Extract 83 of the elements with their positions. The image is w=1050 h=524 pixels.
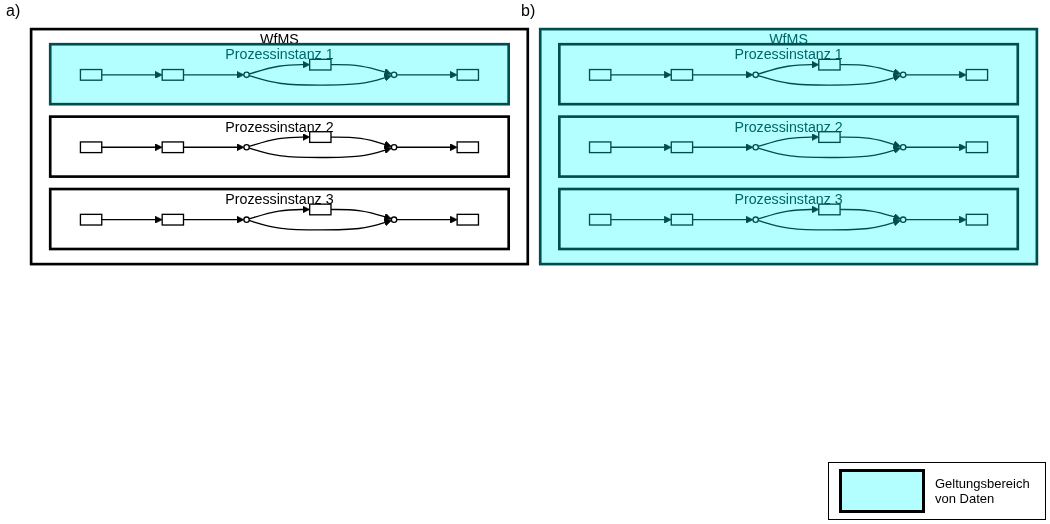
cluster bbox=[48, 42, 510, 106]
arrow bbox=[101, 143, 163, 152]
arrow bbox=[330, 208, 392, 221]
arrow bbox=[691, 215, 754, 224]
node-box bbox=[161, 213, 185, 226]
cluster bbox=[48, 115, 510, 178]
arrow bbox=[182, 143, 245, 152]
arrow bbox=[757, 205, 820, 220]
arrow bbox=[396, 70, 458, 79]
node-circle bbox=[243, 71, 250, 79]
arrow bbox=[248, 205, 310, 220]
arrow bbox=[757, 218, 901, 231]
panel-label: a) bbox=[6, 2, 21, 20]
cluster bbox=[48, 187, 510, 251]
arrow bbox=[330, 64, 392, 76]
arrow bbox=[905, 70, 967, 79]
arrow bbox=[691, 70, 754, 79]
arrow bbox=[905, 215, 967, 224]
arrow bbox=[182, 70, 245, 79]
arrow bbox=[691, 143, 754, 152]
node-circle bbox=[390, 71, 398, 79]
arrow bbox=[396, 215, 458, 224]
arrow bbox=[757, 74, 901, 86]
arrow bbox=[396, 143, 458, 152]
node-box bbox=[79, 68, 103, 81]
node-box bbox=[818, 58, 841, 71]
node-box bbox=[79, 213, 103, 226]
arrow bbox=[248, 74, 392, 86]
node-box bbox=[456, 141, 480, 154]
node-box bbox=[588, 141, 612, 154]
arrow bbox=[905, 143, 967, 152]
node-circle bbox=[899, 71, 907, 79]
node-box bbox=[965, 213, 989, 226]
arrow bbox=[248, 60, 310, 75]
arrow bbox=[248, 218, 392, 231]
node-box bbox=[309, 58, 332, 71]
node-circle bbox=[243, 143, 250, 151]
node-box bbox=[588, 68, 612, 81]
arrow bbox=[757, 60, 820, 75]
node-box bbox=[456, 68, 480, 81]
node-circle bbox=[752, 71, 759, 79]
node-box bbox=[588, 213, 612, 226]
panel-label: b) bbox=[521, 2, 536, 20]
node-circle bbox=[899, 143, 907, 151]
arrow bbox=[248, 146, 392, 159]
node-circle bbox=[899, 216, 907, 223]
arrow bbox=[610, 143, 672, 152]
node-box bbox=[161, 141, 185, 154]
node-circle bbox=[752, 143, 759, 151]
node-box bbox=[309, 203, 332, 216]
node-box bbox=[670, 213, 694, 226]
arrow bbox=[839, 208, 901, 221]
node-box bbox=[670, 141, 694, 154]
node-circle bbox=[243, 216, 250, 223]
node-box bbox=[161, 68, 185, 81]
node-box bbox=[456, 213, 480, 226]
node-box bbox=[818, 203, 841, 216]
cluster bbox=[538, 27, 1039, 266]
legend-text: Geltungsbereich von Daten bbox=[935, 476, 1031, 506]
node-box bbox=[965, 68, 989, 81]
cluster bbox=[29, 27, 530, 266]
node-circle bbox=[390, 143, 398, 151]
cluster bbox=[558, 187, 1020, 251]
node-box bbox=[309, 131, 332, 144]
arrow bbox=[757, 133, 820, 148]
arrow bbox=[839, 136, 901, 149]
arrow bbox=[248, 133, 310, 148]
node-box bbox=[965, 141, 989, 154]
arrow bbox=[182, 215, 245, 224]
arrow bbox=[610, 215, 672, 224]
arrow bbox=[330, 136, 392, 149]
node-circle bbox=[752, 216, 759, 223]
node-box bbox=[79, 141, 103, 154]
arrow bbox=[101, 70, 163, 79]
arrow bbox=[839, 64, 901, 76]
cluster bbox=[558, 42, 1020, 106]
arrow bbox=[610, 70, 672, 79]
cluster bbox=[558, 115, 1020, 178]
arrow bbox=[101, 215, 163, 224]
arrow bbox=[757, 146, 901, 159]
node-box bbox=[670, 68, 694, 81]
node-circle bbox=[390, 216, 398, 223]
node-box bbox=[818, 131, 841, 144]
